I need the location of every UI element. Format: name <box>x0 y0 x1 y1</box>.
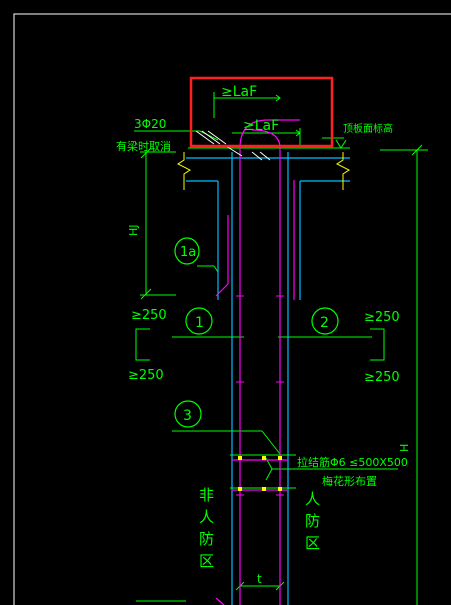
laf-inner-label: ≥LaF <box>243 118 279 134</box>
rebar-ticks <box>236 295 284 496</box>
tie-note-label: 拉结筋Φ6 ≤500X500 <box>297 455 408 469</box>
left-zone-label: 非人防区 <box>199 486 214 570</box>
rebar-spec-label: 3Φ20 <box>134 117 166 131</box>
laf-top-label: ≥LaF <box>221 84 257 100</box>
callout-1a-circle <box>174 237 200 265</box>
callout-3-label: 3 <box>183 408 192 424</box>
callouts <box>174 237 339 428</box>
slab-top-label: 顶板面标高 <box>343 122 393 135</box>
callout-1-circle <box>185 307 213 335</box>
callout-1a-label: 1a <box>180 245 196 260</box>
slab-hatch <box>195 130 271 161</box>
callout-3-circle <box>174 400 202 428</box>
dim-h-label: H <box>398 444 411 452</box>
callout-2-label: 2 <box>320 315 329 331</box>
dim-t-label: t <box>257 572 262 586</box>
callout-1-label: 1 <box>195 315 204 331</box>
dimension-lines <box>134 92 428 605</box>
dim-250-left-top: ≥250 <box>131 308 167 323</box>
highlight-box <box>189 76 334 148</box>
tie-layout-label: 梅花形布置 <box>322 474 377 488</box>
dim-hj-label: HJ <box>127 224 140 236</box>
tie-dots <box>238 456 282 491</box>
beam-note-label: 有梁时取消 <box>116 139 171 153</box>
drawing-frame <box>13 13 451 605</box>
dim-250-right-top: ≥250 <box>364 310 400 325</box>
dim-250-left-bottom: ≥250 <box>128 368 164 383</box>
dim-250-right-bottom: ≥250 <box>364 370 400 385</box>
break-symbols <box>177 152 350 190</box>
callout-2-circle <box>311 307 339 335</box>
right-zone-label: 人防区 <box>305 490 320 552</box>
